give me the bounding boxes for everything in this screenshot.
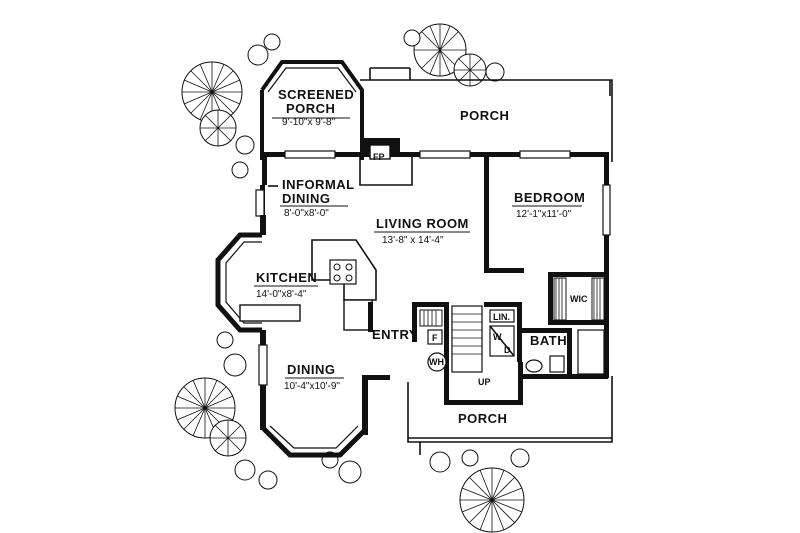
- interior-walls: [239, 150, 611, 386]
- bedroom-dimensions: 12'-1"x11'-0": [516, 209, 572, 220]
- dining-label: DINING: [287, 362, 336, 377]
- entry-label: ENTRY: [372, 327, 418, 342]
- wic-label: WIC: [570, 294, 588, 304]
- living-room-dimensions: 13'-8" x 14'-4": [382, 235, 444, 246]
- screened-porch-dimensions: 9'-10"x 9'-8": [282, 117, 336, 128]
- tree-top-left: [181, 33, 281, 179]
- kitchen-label: KITCHEN: [256, 270, 317, 285]
- bedroom-label: BEDROOM: [514, 190, 585, 205]
- water-heater-label: WH: [429, 357, 444, 367]
- porch-top-outline: [360, 67, 613, 162]
- dryer-label: D: [504, 345, 511, 355]
- bath-label: BATH: [530, 333, 567, 348]
- kitchen-dimensions: 14'-0"x8'-4": [256, 289, 307, 300]
- screened-porch-label-2: PORCH: [286, 101, 335, 116]
- linen-label: LIN.: [493, 312, 510, 322]
- informal-dining-dimensions: 8'-0"x8'-0": [284, 208, 329, 219]
- porch-bottom-label: PORCH: [458, 411, 507, 426]
- screened-porch-label: SCREENED: [278, 87, 354, 102]
- tree-top-right: [403, 23, 505, 87]
- washer-label: W: [493, 332, 502, 342]
- porch-top-label: PORCH: [460, 108, 509, 123]
- fireplace-label: FP: [373, 152, 385, 162]
- screened-porch-walls: [260, 60, 364, 160]
- porch-bottom-outline: [407, 376, 613, 455]
- informal-dining-label: INFORMAL: [282, 177, 355, 192]
- informal-dining-label-2: DINING: [282, 191, 331, 206]
- tree-bottom-right: [321, 448, 530, 533]
- dining-dimensions: 10'-4"x10'-9": [284, 381, 340, 392]
- landscaping: [174, 23, 530, 533]
- furnace-label: F: [432, 333, 438, 343]
- room-labels: SCREENED PORCH 9'-10"x 9'-8" PORCH FP IN…: [254, 87, 588, 426]
- tree-bottom-left: [174, 331, 278, 490]
- stair-label: UP: [478, 377, 491, 387]
- living-room-label: LIVING ROOM: [376, 216, 469, 231]
